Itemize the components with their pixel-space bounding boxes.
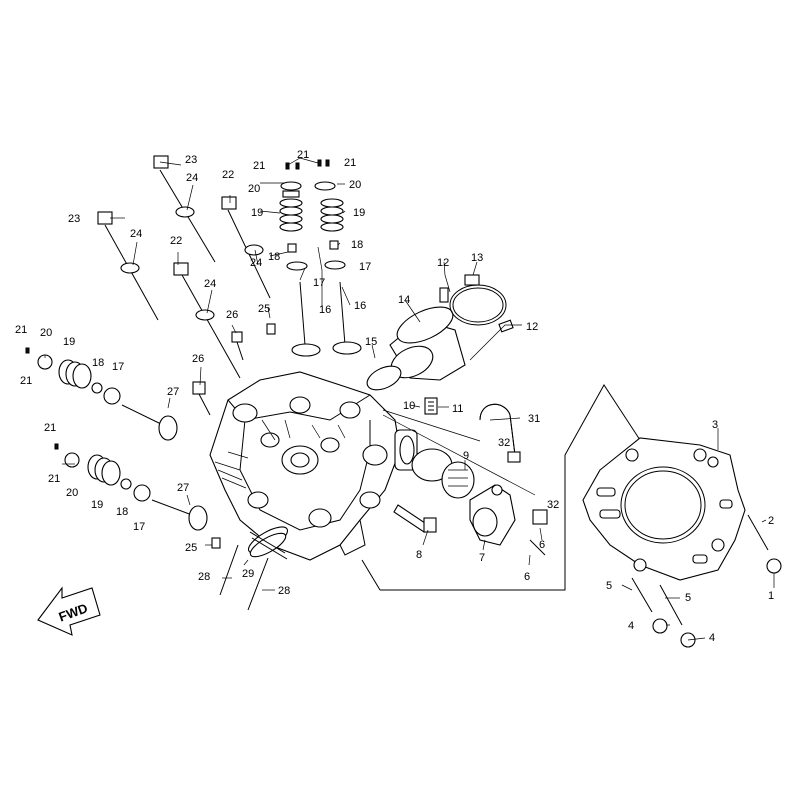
callout-22: 22: [170, 235, 182, 247]
water-outlet-housing: [469, 484, 548, 556]
cylinder-gasket-frame: [361, 384, 641, 591]
callout-22: 22: [222, 169, 234, 181]
callout-20: 20: [66, 487, 78, 499]
callout-23: 23: [185, 154, 197, 166]
callout-25: 25: [185, 542, 197, 554]
callout-6: 6: [539, 539, 545, 551]
clamp-screws: [439, 287, 514, 333]
callout-11: 11: [452, 403, 463, 415]
callout-2: 2: [768, 515, 774, 527]
callout-16: 16: [319, 304, 331, 316]
callout-20: 20: [40, 327, 52, 339]
callout-9: 9: [463, 450, 469, 462]
callout-28: 28: [278, 585, 290, 597]
callout-5: 5: [685, 592, 691, 604]
hose-clamp: [449, 274, 507, 326]
callout-17: 17: [359, 261, 371, 273]
cylinder-head-gasket: [582, 437, 746, 581]
callout-24: 24: [130, 228, 142, 240]
callout-18: 18: [268, 251, 280, 263]
callout-17: 17: [112, 361, 124, 373]
cylinder-studs: [631, 514, 782, 648]
callout-18: 18: [116, 506, 128, 518]
callout-14: 14: [398, 294, 410, 306]
callout-20: 20: [349, 179, 361, 191]
intake-pipe: [366, 306, 466, 391]
callout-3: 3: [712, 419, 718, 431]
callout-19: 19: [353, 207, 365, 219]
callout-21: 21: [297, 149, 309, 161]
callout-10: 10: [403, 400, 415, 412]
callout-23: 23: [68, 213, 80, 225]
callout-12: 12: [437, 257, 449, 269]
callout-16: 16: [354, 300, 366, 312]
callout-25: 25: [258, 303, 270, 315]
callout-27: 27: [177, 482, 189, 494]
callout-32: 32: [547, 499, 559, 511]
leader-lines: [44, 161, 775, 641]
temp-sensor: [424, 397, 438, 415]
valve-springs-left: [25, 347, 208, 531]
callout-24: 24: [186, 172, 198, 184]
callout-28: 28: [198, 571, 210, 583]
callout-21: 21: [48, 473, 60, 485]
callout-19: 19: [251, 207, 263, 219]
callout-17: 17: [133, 521, 145, 533]
spark-plug-nut: [393, 504, 437, 533]
coolant-hose: [479, 403, 521, 463]
callout-20: 20: [248, 183, 260, 195]
callout-21: 21: [20, 375, 32, 387]
callout-24: 24: [250, 257, 262, 269]
callout-18: 18: [351, 239, 363, 251]
callout-27: 27: [167, 386, 179, 398]
callout-26: 26: [226, 309, 238, 321]
callout-21: 21: [253, 160, 265, 172]
callout-labels: 1 2 3 4 4 5 5 6 6 7 8 9 10 11 12 12 13 1…: [15, 149, 774, 644]
stud-bolt-left: [219, 544, 269, 611]
thermostat: [411, 448, 475, 499]
callout-6: 6: [524, 571, 530, 583]
callout-19: 19: [91, 499, 103, 511]
valve-springs-top: [279, 157, 346, 271]
fwd-arrow: FWD: [37, 586, 101, 636]
callout-7: 7: [479, 552, 485, 564]
callout-8: 8: [416, 549, 422, 561]
callout-32: 32: [498, 437, 510, 449]
callout-21: 21: [344, 157, 356, 169]
valves: [291, 281, 362, 357]
callout-1: 1: [768, 590, 774, 602]
exhaust-pipe-joint: [247, 526, 289, 560]
head-bolts: [97, 155, 276, 549]
cylinder-head: [209, 371, 418, 561]
callout-18: 18: [92, 357, 104, 369]
callout-17: 17: [313, 277, 325, 289]
callout-12: 12: [526, 321, 538, 333]
callout-24: 24: [204, 278, 216, 290]
callout-19: 19: [63, 336, 75, 348]
callout-4: 4: [628, 620, 634, 632]
callout-26: 26: [192, 353, 204, 365]
callout-29: 29: [242, 568, 254, 580]
callout-5: 5: [606, 580, 612, 592]
callout-4: 4: [709, 632, 715, 644]
callout-31: 31: [528, 413, 540, 425]
callout-21: 21: [44, 422, 56, 434]
callout-13: 13: [471, 252, 483, 264]
callout-21: 21: [15, 324, 27, 336]
callout-15: 15: [365, 336, 377, 348]
